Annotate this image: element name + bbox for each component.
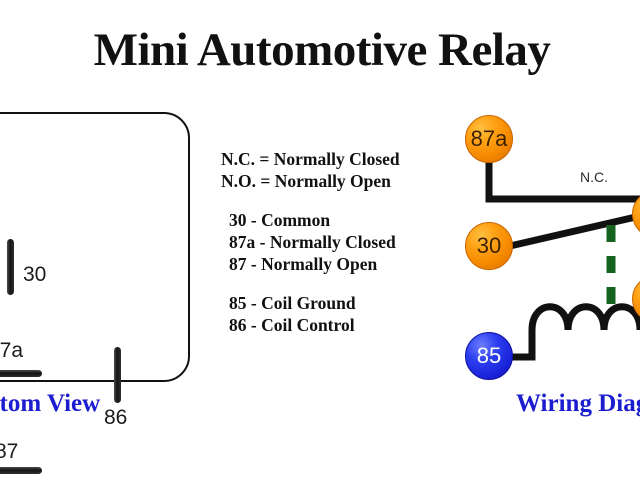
page-title: Mini Automotive Relay xyxy=(93,24,551,76)
legend-item: 85 - Coil Ground xyxy=(229,293,356,313)
terminal-blade-87a xyxy=(0,370,42,377)
legend-group-abbreviations: N.C. = Normally Closed N.O. = Normally O… xyxy=(221,148,451,192)
terminal-label-87a: 87a xyxy=(0,339,24,362)
wiring-node-85[interactable]: 85 xyxy=(465,332,513,380)
coil-winding xyxy=(528,303,640,331)
relay-bottom-view-outline: 30 87a 86 87 xyxy=(0,112,190,474)
wiring-node-30[interactable]: 30 xyxy=(465,222,513,270)
legend-item: N.C. = Normally Closed xyxy=(221,149,400,169)
wiring-node-87a[interactable]: 87a xyxy=(465,115,513,163)
wiring-node-label: 87a xyxy=(470,126,508,151)
legend-item: 87 - Normally Open xyxy=(229,254,378,274)
legend-group-coil: 85 - Coil Ground 86 - Coil Control xyxy=(221,292,451,336)
wire-30-armature xyxy=(509,212,640,250)
terminal-blade-30 xyxy=(7,239,14,295)
wire-87a-to-nc-contact xyxy=(485,158,640,203)
terminal-blade-87 xyxy=(0,467,42,474)
legend-group-contacts: 30 - Common 87a - Normally Closed 87 - N… xyxy=(221,209,451,275)
wiring-node-label: 85 xyxy=(476,343,502,368)
caption-bottom-view: Bottom View xyxy=(0,390,101,417)
annotation-nc: N.C. xyxy=(580,169,608,185)
caption-wiring-diagram: Wiring Diagram xyxy=(516,390,640,417)
terminal-label-87: 87 xyxy=(0,440,19,463)
legend-block: N.C. = Normally Closed N.O. = Normally O… xyxy=(221,148,451,353)
wiring-diagram: 87a 30 85 N.C. xyxy=(440,100,640,400)
wiring-node-label: 30 xyxy=(476,233,502,258)
wiring-schematic-lines xyxy=(485,158,640,361)
legend-item: 87a - Normally Closed xyxy=(229,232,396,252)
terminal-label-86: 86 xyxy=(104,406,128,429)
terminal-blade-86 xyxy=(114,347,121,403)
terminal-label-30: 30 xyxy=(23,263,47,286)
legend-item: 86 - Coil Control xyxy=(229,315,355,335)
legend-item: N.O. = Normally Open xyxy=(221,171,391,191)
wire-85-to-coil xyxy=(510,330,536,361)
legend-item: 30 - Common xyxy=(229,210,331,230)
